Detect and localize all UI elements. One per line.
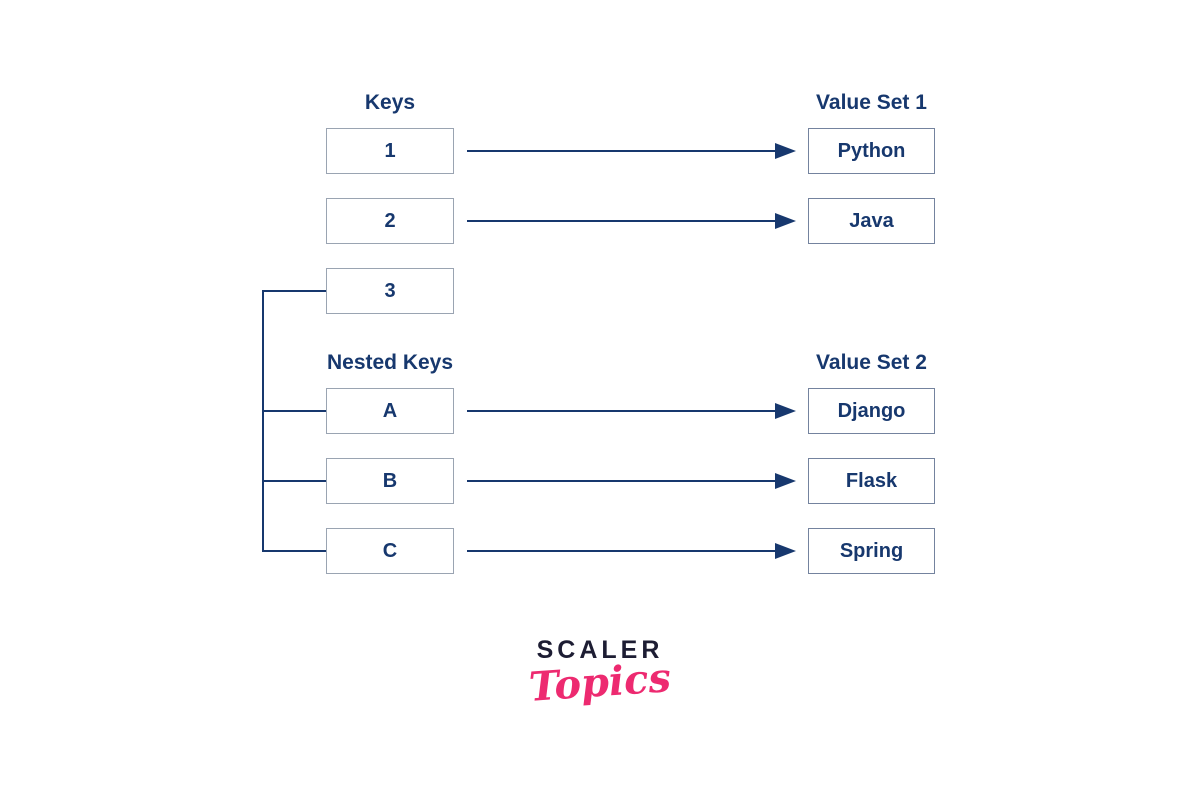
nested-keys-header: Nested Keys — [326, 351, 454, 374]
value-box-flask: Flask — [808, 458, 935, 504]
logo-brand-text: SCALER — [536, 636, 664, 664]
value-set-1-header: Value Set 1 — [816, 91, 927, 114]
key-box-1: 1 — [326, 128, 454, 174]
value-box-spring: Spring — [808, 528, 935, 574]
nested-key-box-c: C — [326, 528, 454, 574]
value-box-python: Python — [808, 128, 935, 174]
keys-header: Keys — [364, 91, 416, 114]
key-box-3: 3 — [326, 268, 454, 314]
value-box-django: Django — [808, 388, 935, 434]
scaler-topics-logo: SCALER Topics — [500, 636, 700, 711]
nested-key-box-a: A — [326, 388, 454, 434]
key-box-2: 2 — [326, 198, 454, 244]
value-set-2-header: Value Set 2 — [816, 351, 927, 374]
nested-key-box-b: B — [326, 458, 454, 504]
value-box-java: Java — [808, 198, 935, 244]
